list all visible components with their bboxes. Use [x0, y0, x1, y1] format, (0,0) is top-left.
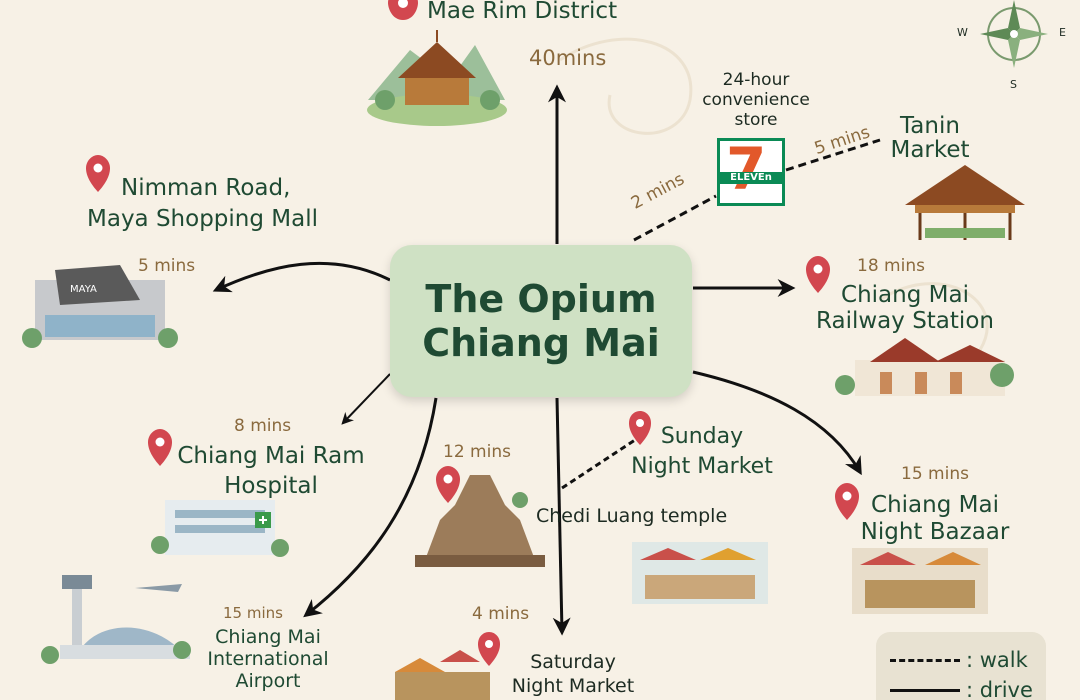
market-pavilion-illustration: [905, 165, 1025, 240]
route-airport: [303, 397, 438, 618]
route-convenience-store: [633, 194, 717, 242]
pin-icon-nimman: [86, 155, 110, 192]
pin-icon-mae-rim: [388, 0, 418, 20]
routes: [212, 84, 881, 636]
route-hospital: [341, 373, 391, 425]
route-saturday: [552, 397, 571, 636]
airport-illustration: [41, 575, 191, 664]
destination-nimman: Nimman Road,Maya Shopping Mall: [87, 175, 318, 232]
compass-west-label: W: [957, 26, 968, 39]
pin-icon-saturday: [478, 632, 500, 666]
route-nimman: [212, 261, 391, 293]
solid-line-icon: [890, 688, 960, 692]
compass-icon: [980, 0, 1048, 68]
pin-icon-sunday: [629, 411, 651, 445]
time-bazaar: 15 mins: [901, 464, 969, 484]
saturday-market-illustration: [395, 650, 490, 700]
compass-east-label: E: [1059, 26, 1066, 39]
time-saturday: 4 mins: [472, 604, 530, 624]
time-railway: 18 mins: [857, 256, 925, 276]
route-sunday: [561, 438, 636, 490]
pin-icon-railway: [806, 256, 830, 293]
map-pins: [86, 0, 859, 666]
temple-illustration: [367, 30, 507, 126]
legend: : walk : drive: [876, 632, 1046, 700]
destination-chedi: Chedi Luang temple: [536, 505, 728, 527]
pin-icon-hospital: [148, 429, 172, 466]
time-chedi: 12 mins: [443, 442, 511, 462]
route-tanin-market: [785, 138, 881, 172]
pin-icon-chedi: [436, 466, 460, 503]
time-nimman: 5 mins: [138, 256, 196, 276]
legend-drive: : drive: [890, 678, 1033, 700]
mall-illustration: MAYA: [22, 265, 178, 348]
dashed-line-icon: [890, 658, 960, 662]
pin-icon-bazaar: [835, 483, 859, 520]
svg-text:MAYA: MAYA: [70, 284, 97, 295]
hospital-illustration: [151, 500, 289, 557]
night-bazaar-illustration: [852, 548, 988, 614]
time-hospital: 8 mins: [234, 416, 292, 436]
route-bazaar: [692, 370, 862, 476]
compass-south-label: S: [1010, 78, 1017, 91]
sunday-market-illustration: [632, 542, 768, 604]
time-mae-rim: 40mins: [529, 46, 607, 70]
destination-mae-rim: Mae Rim District: [427, 0, 618, 24]
time-airport: 15 mins: [223, 604, 283, 622]
legend-walk: : walk: [890, 648, 1028, 672]
railway-station-illustration: [835, 338, 1014, 396]
chedi-illustration: [415, 475, 545, 567]
seven-eleven-logo: 7 ELEVEn: [717, 135, 785, 206]
